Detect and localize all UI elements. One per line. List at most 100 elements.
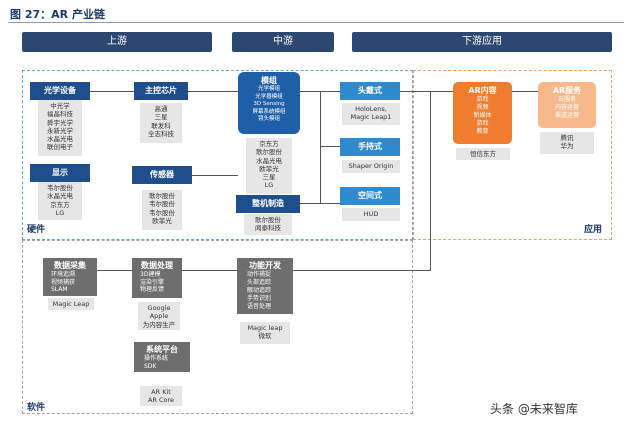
list-item: SLAM — [51, 286, 68, 293]
spatial-list: HUD — [342, 208, 400, 221]
data-processing-box: 数据处理 3D建模 渲染引擎 物理反馈 — [132, 258, 182, 298]
connector — [430, 91, 431, 271]
optical-devices-list: 中光学 福晶科技 舜宇光学 永新光学 水晶光电 联创电子 — [38, 100, 82, 156]
ar-service-header: AR服务 — [552, 86, 582, 95]
list-item: 云服务 — [557, 96, 576, 103]
list-item: 内容运营 — [554, 104, 579, 111]
list-item: 3D Sensing — [253, 101, 285, 107]
list-item: 环境追溯 — [51, 271, 76, 278]
ar-content-header: AR内容 — [468, 86, 497, 95]
list-item: HUD — [363, 210, 379, 218]
list-item: 视频捕获 — [51, 278, 76, 286]
optical-devices-header: 光学设备 — [30, 82, 90, 100]
list-item: AR Kit — [151, 388, 171, 396]
connector — [90, 91, 134, 92]
data-capture-header: 数据采集 — [54, 261, 86, 270]
list-item: AR Core — [147, 396, 175, 405]
list-item: 中光学 — [50, 102, 70, 110]
list-item: 教育 — [476, 128, 489, 135]
headset-list: HoloLens, Magic Leap1 — [342, 103, 400, 125]
list-item: 水晶光电 — [47, 192, 73, 201]
list-item: 欧菲光 — [152, 216, 172, 225]
list-item: 舜宇光学 — [47, 118, 73, 127]
list-item: Magic Leap1 — [350, 113, 392, 122]
data-processing-header: 数据处理 — [141, 261, 173, 270]
list-item: 华为 — [560, 142, 574, 151]
list-item: 微软 — [258, 332, 272, 341]
list-item: 韦尔股份 — [149, 208, 175, 217]
list-item: 光学模组 — [257, 86, 280, 92]
main-chip-list: 高通 三星 联发科 全志科技 — [140, 103, 182, 143]
spatial-header: 空间式 — [340, 187, 400, 205]
list-item: 三星 — [262, 173, 276, 182]
list-item: 京东方 — [50, 200, 70, 209]
stage-midstream: 中游 — [232, 32, 334, 52]
software-region — [22, 240, 413, 414]
hardware-label: 硬件 — [27, 225, 46, 235]
main-chip-header: 主控芯片 — [134, 82, 188, 100]
list-item: 联发科 — [151, 121, 171, 130]
list-item: 全志科技 — [148, 129, 174, 138]
ar-service-box: AR服务 云服务 内容运营 渠道运营 — [538, 82, 596, 128]
list-item: 手势识别 — [247, 295, 272, 302]
list-item: HoloLens, — [355, 105, 387, 113]
connector — [214, 270, 431, 271]
list-item: LG — [55, 208, 65, 217]
assembly-header: 整机制造 — [236, 195, 300, 213]
list-item: 水晶光电 — [256, 156, 282, 165]
list-item: 歌尔股份 — [149, 192, 175, 200]
system-platform-header: 系统平台 — [146, 345, 178, 354]
module-company-list: 京东方 歌尔股份 水晶光电 欧菲光 三星 LG — [246, 138, 292, 194]
module-box: 模组 光学模组 光学器模组 3D Sensing 屏幕系统模组 镜头模组 — [238, 72, 300, 134]
data-capture-list: 环境追溯 视频捕获 SLAM — [43, 271, 97, 294]
handheld-list: Shaper Origin — [342, 160, 400, 173]
data-capture-box: 数据采集 环境追溯 视频捕获 SLAM — [43, 258, 97, 296]
list-item: 屏幕系统模组 — [252, 108, 286, 115]
display-list: 韦尔股份 水晶光电 京东方 LG — [38, 182, 82, 220]
list-item: 3D建模 — [140, 271, 161, 278]
system-platform-captions: AR Kit AR Core — [140, 386, 182, 406]
ar-service-captions: 腾讯 华为 — [540, 132, 594, 154]
sensor-list: 歌尔股份 韦尔股份 韦尔股份 欧菲光 — [142, 190, 182, 230]
stage-upstream: 上游 — [22, 32, 212, 52]
list-item: 渠道运营 — [554, 112, 579, 119]
list-item: 欧菲光 — [259, 164, 279, 173]
assembly-list: 歌尔股份 闻泰科技 — [244, 214, 292, 235]
sensor-header: 传感器 — [132, 166, 192, 184]
list-item: 韦尔股份 — [149, 200, 175, 209]
software-label: 软件 — [27, 403, 46, 413]
connector — [512, 91, 538, 92]
ar-content-box: AR内容 游戏 视频 新媒体 游戏 教育 — [453, 82, 512, 144]
list-item: 游戏 — [476, 96, 489, 103]
list-item: Apple — [149, 312, 169, 321]
figure-title: 图 27：AR 产业链 — [10, 8, 105, 21]
stage-downstream: 下游应用 — [352, 32, 612, 52]
list-item: 恒信东方 — [470, 150, 496, 158]
display-header: 显示 — [30, 164, 90, 182]
connector — [300, 203, 340, 204]
list-item: 动作捕捉 — [247, 271, 272, 278]
list-item: 游戏 — [476, 120, 489, 127]
handheld-header: 手持式 — [340, 138, 400, 156]
data-capture-caption: Magic Leap — [48, 298, 94, 310]
ar-service-list: 云服务 内容运营 渠道运营 — [538, 96, 596, 120]
title-divider — [8, 22, 624, 23]
function-development-list: 动作捕捉 头部追踪 眼动追踪 手势识别 语音处理 — [237, 271, 293, 311]
list-item: 镜头模组 — [257, 116, 280, 122]
module-header: 模组 — [261, 76, 277, 85]
list-item: LG — [264, 181, 274, 190]
list-item: 物理反馈 — [140, 286, 165, 293]
list-item: Google — [147, 304, 171, 312]
function-development-header: 功能开发 — [249, 261, 281, 270]
headset-header: 头戴式 — [340, 82, 400, 100]
list-item: 三星 — [154, 113, 168, 122]
list-item: 眼动追踪 — [247, 287, 272, 294]
list-item: 视频 — [476, 104, 489, 111]
connector — [400, 91, 453, 92]
hardware-region — [22, 70, 413, 240]
list-item: 渲染引擎 — [140, 278, 165, 286]
list-item: 福晶科技 — [47, 110, 73, 119]
connector — [192, 175, 238, 176]
list-item: 京东方 — [259, 140, 279, 148]
connector — [182, 270, 237, 271]
